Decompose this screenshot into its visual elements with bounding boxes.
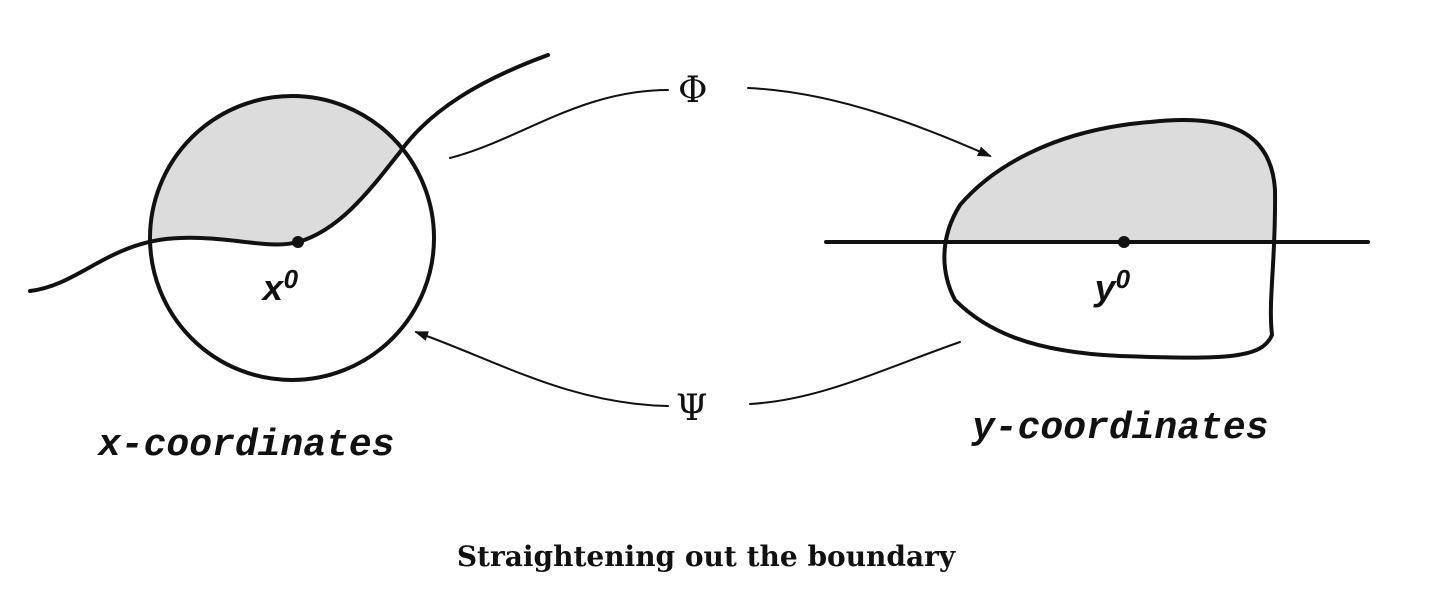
x0-label: x0 — [261, 264, 299, 311]
phi-arrow — [747, 87, 992, 157]
y0-point — [1118, 236, 1130, 248]
psi-arrow — [414, 331, 669, 407]
maps: Φ Ψ — [414, 70, 992, 429]
x-shaded-region — [150, 96, 434, 291]
psi-symbol: Ψ — [676, 388, 708, 429]
y0-label: y0 — [1093, 264, 1131, 311]
psi-arrow-tail — [749, 341, 961, 405]
y-region-outline — [942, 117, 1278, 360]
x-coordinates-label: x-coordinates — [96, 424, 394, 467]
x-coordinates-panel: x0 x-coordinates — [28, 53, 550, 467]
phi-symbol: Φ — [678, 70, 708, 111]
y-coordinates-label: y-coordinates — [971, 407, 1268, 450]
figure-caption: Straightening out the boundary — [457, 540, 956, 573]
x0-point — [292, 236, 304, 248]
y-shaded-region — [944, 119, 1276, 242]
x-ball-circle — [148, 94, 436, 382]
phi-arrow-tail — [449, 89, 669, 159]
y-coordinates-panel: y0 y-coordinates — [824, 117, 1370, 450]
